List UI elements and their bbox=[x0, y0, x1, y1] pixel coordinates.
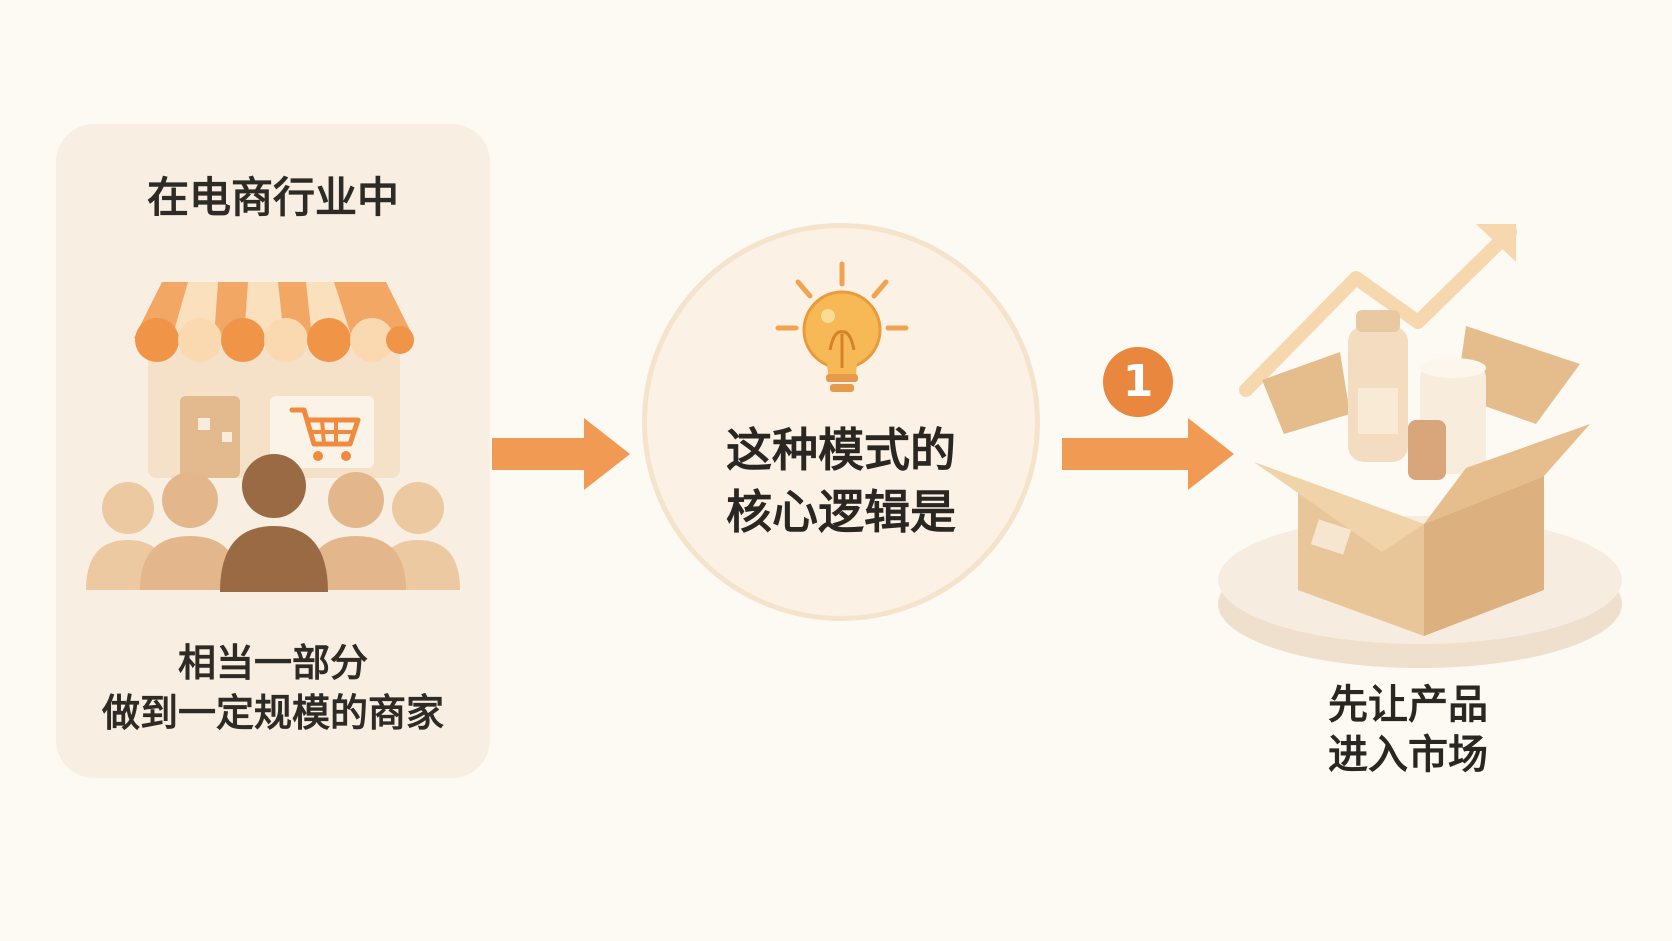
lightbulb-icon bbox=[775, 261, 909, 392]
shopping-cart-icon bbox=[289, 407, 361, 461]
card-caption-line1: 相当一部分 bbox=[177, 641, 368, 685]
center-text-line1: 这种模式的 bbox=[726, 423, 956, 477]
card-title: 在电商行业中 bbox=[146, 173, 399, 222]
result-text-line1: 先让产品 bbox=[1328, 682, 1488, 728]
storefront-icon bbox=[134, 282, 414, 478]
result-text-line2: 进入市场 bbox=[1328, 732, 1488, 778]
card-caption-line2: 做到一定规模的商家 bbox=[101, 691, 444, 735]
center-text-line2: 核心逻辑是 bbox=[726, 485, 956, 539]
product-box-icon bbox=[1218, 224, 1622, 668]
arrow-right-icon bbox=[492, 418, 630, 490]
arrow-right-icon bbox=[1062, 418, 1234, 490]
step-badge: 1 bbox=[1103, 347, 1173, 417]
core-logic-circle bbox=[642, 223, 1040, 621]
people-crowd-icon bbox=[86, 454, 460, 592]
